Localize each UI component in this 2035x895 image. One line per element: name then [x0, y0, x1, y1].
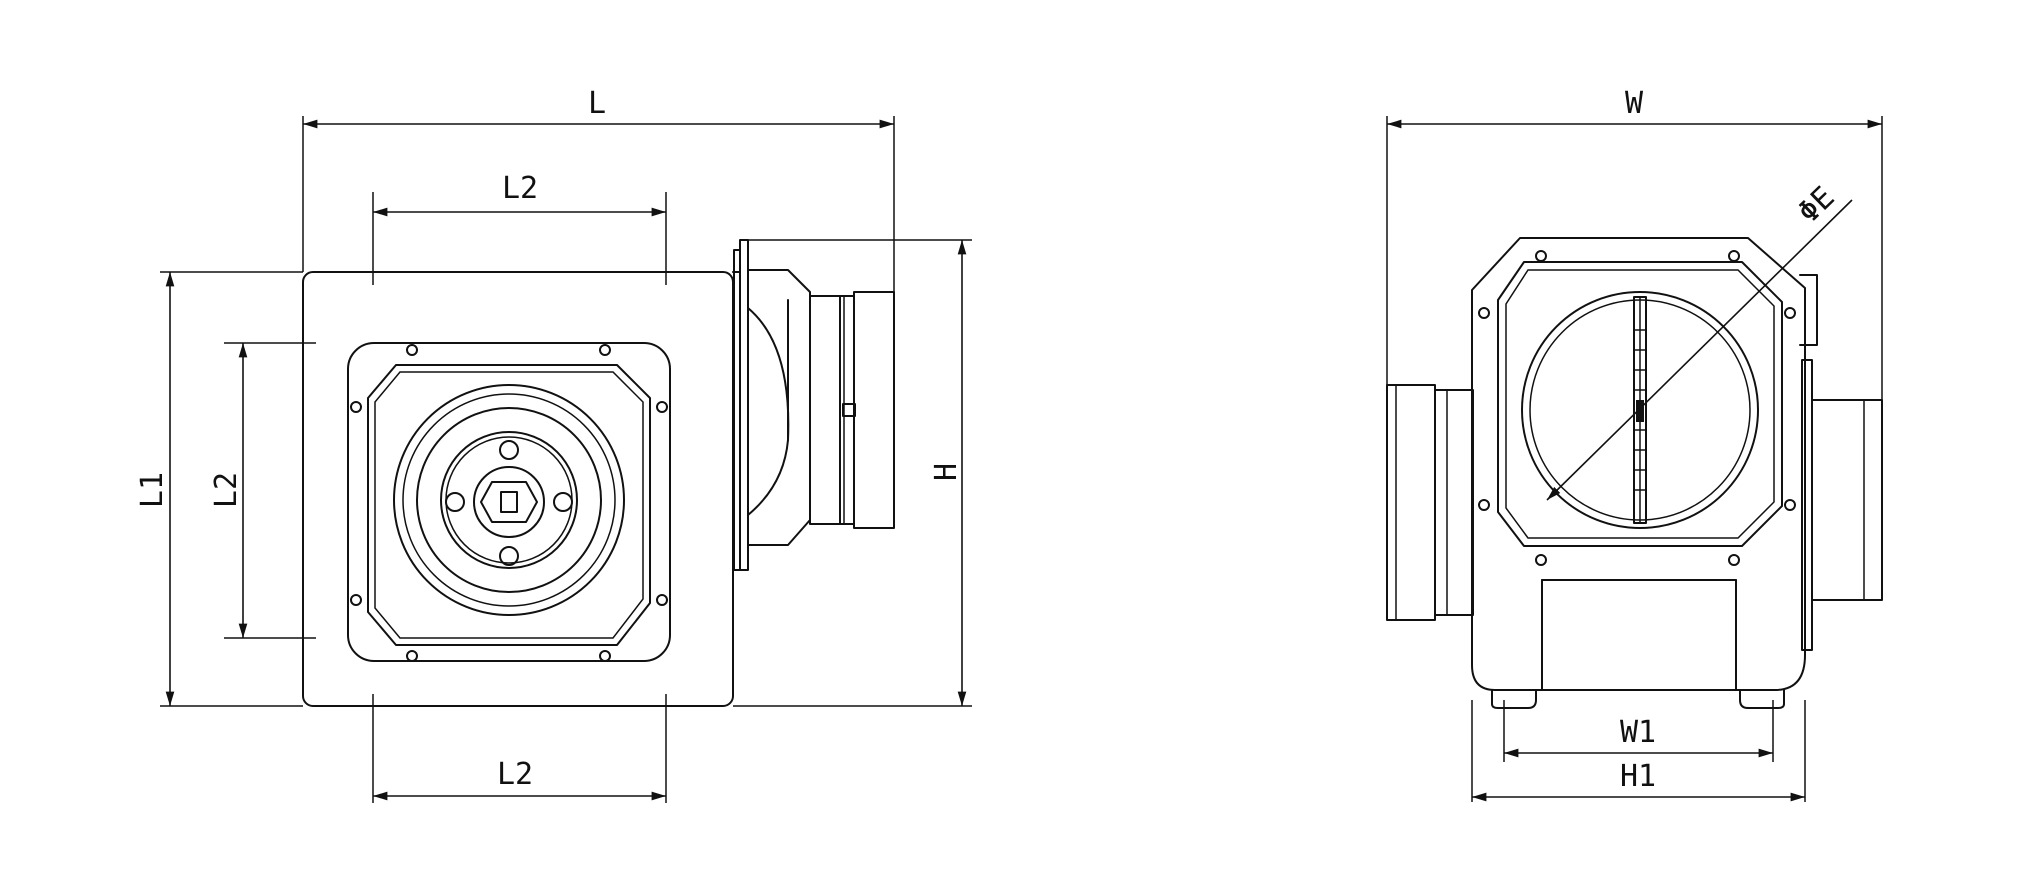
front-inner-octagon — [367, 364, 651, 646]
side-dimensions — [1386, 116, 1883, 802]
label-L1: L1 — [135, 472, 170, 508]
label-L: L — [588, 86, 606, 121]
front-bolt-holes — [350, 344, 668, 662]
label-E: ΦE — [1791, 180, 1841, 230]
label-W: W — [1625, 86, 1644, 121]
side-right-outlet — [1811, 399, 1883, 601]
label-L2-top: L2 — [502, 171, 538, 206]
side-bolt-holes — [1478, 250, 1796, 566]
label-W1: W1 — [1620, 715, 1656, 750]
front-inner-panel — [347, 342, 671, 662]
side-view — [1386, 237, 1883, 709]
label-L2-bottom: L2 — [497, 757, 533, 792]
front-motor — [393, 384, 625, 616]
side-housing — [1471, 237, 1806, 691]
label-H1: H1 — [1620, 759, 1656, 794]
label-H: H — [929, 463, 964, 481]
label-L2-left: L2 — [209, 472, 244, 508]
side-damper — [1521, 291, 1759, 529]
front-view — [302, 239, 895, 707]
front-dimensions — [160, 116, 972, 803]
side-left-inlet — [1386, 384, 1436, 621]
front-side-outlet — [732, 239, 895, 571]
